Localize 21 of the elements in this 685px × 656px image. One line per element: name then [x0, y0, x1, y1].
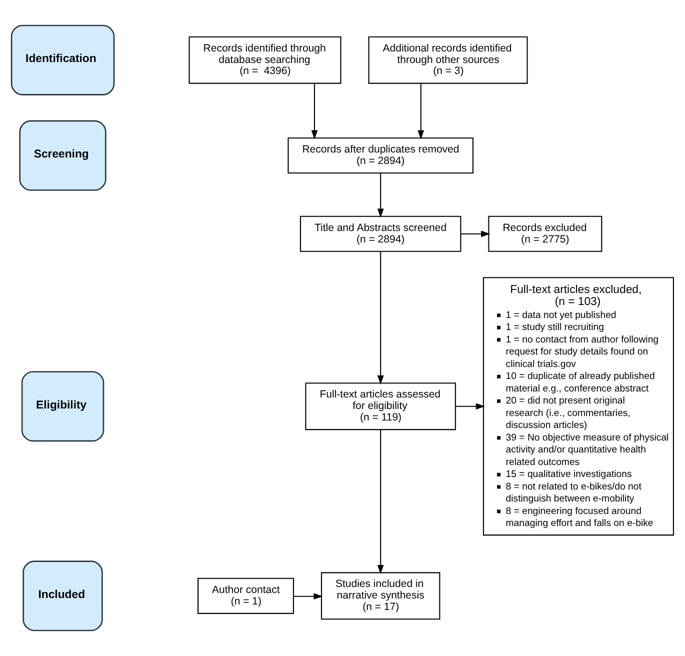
arrow — [460, 230, 490, 238]
arrow — [418, 83, 424, 140]
arrow — [456, 403, 486, 410]
arrow — [294, 593, 323, 600]
node-box: Included — [22, 560, 103, 632]
node-box: Studies included in narrative synthesis (n = 17) — [320, 572, 440, 620]
arrow — [311, 83, 318, 140]
arrow — [377, 173, 384, 218]
node-box: Eligibility — [21, 371, 104, 442]
node-box: Records after duplicates removed (n = 2894) — [288, 137, 474, 174]
arrow — [377, 252, 384, 384]
arrow — [377, 430, 384, 574]
node-box: Full-text articles excluded, (n = 103) 1 = data not yet published 1 = study still recruiting 1 = no contact from author following request for study details found on clinical trials.gov 10 = duplicate of already published material e.g., conference abstract 20 = did not present original research (i.e., commentaries, discussion articles) 39 = No objective measure of physical activity and/or quantitative health related outcomes 15 = qualitative investigations 8 = not related to e-bikes/do not distinguish between e-mobility 8 = engineering focused around managing effort and falls on e-bike — [482, 277, 674, 536]
node-box: Screening — [19, 120, 106, 191]
node-box: Additional records identified through other sources (n = 3) — [368, 36, 528, 84]
node-box: Identification — [10, 24, 115, 96]
node-box: Records identified through database searching (n = 4396) — [188, 36, 342, 84]
node-box: Title and Abstracts screened (n = 2894) — [300, 216, 462, 252]
node-box: Full-text articles assessed for eligibility (n = 119) — [305, 382, 456, 430]
node-box: Records excluded (n = 2775) — [488, 216, 602, 252]
node-box: Author contact (n = 1) — [198, 578, 294, 614]
